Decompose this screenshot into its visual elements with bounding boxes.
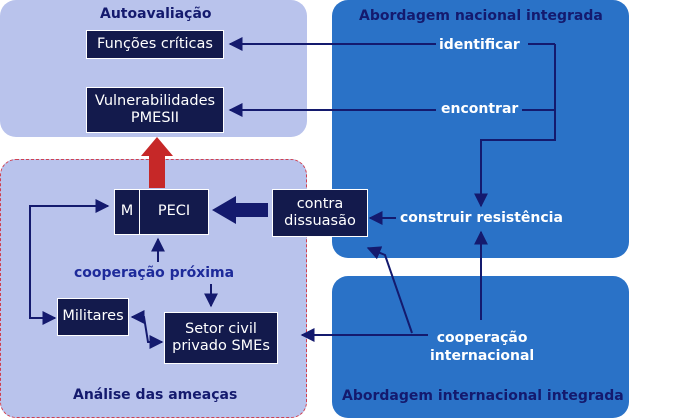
intl-cooperation-label: cooperação internacional — [430, 330, 534, 365]
threat-analysis-title: Análise das ameaças — [73, 387, 238, 403]
vulnerabilities-label-line1: Vulnerabilidades — [94, 92, 216, 109]
identify-label: identificar — [439, 37, 520, 53]
close-cooperation-label: cooperação próxima — [74, 265, 235, 281]
arrow-counter-to-peci — [212, 196, 268, 224]
counter-deterrence-line2: dissuasão — [284, 213, 356, 229]
arrow-military-civil — [130, 310, 164, 349]
vulnerabilities-label-line2: PMESII — [130, 110, 180, 126]
civil-sector-line1: Setor civil — [185, 320, 257, 337]
arrow-to-resilience — [474, 44, 556, 208]
military-label: Militares — [62, 308, 124, 325]
intl-cooperation-line2: internacional — [430, 347, 535, 364]
peci-box: PECI — [139, 189, 209, 235]
arrow-peci-to-vulnerabilities — [141, 137, 173, 188]
military-box: Militares — [57, 298, 129, 336]
build-resilience-label: construir resistência — [400, 210, 563, 226]
arrow-intl-to-counter — [366, 246, 413, 334]
self-assessment-title: Autoavaliação — [100, 6, 212, 22]
intl-cooperation-line1: cooperação — [436, 330, 528, 346]
m-label: M — [120, 203, 134, 220]
counter-deterrence-line1: contra — [296, 195, 344, 212]
critical-functions-label: Funções críticas — [97, 35, 213, 52]
international-approach-title: Abordagem internacional integrada — [342, 388, 624, 404]
civil-sector-line2: privado SMEs — [172, 338, 270, 354]
peci-label: PECI — [157, 203, 191, 220]
m-box: M — [114, 189, 140, 235]
find-label: encontrar — [441, 101, 519, 117]
vulnerabilities-box: Vulnerabilidades PMESII — [86, 87, 224, 133]
counter-deterrence-box: contra dissuasão — [272, 189, 368, 237]
national-approach-title: Abordagem nacional integrada — [359, 8, 603, 24]
critical-functions-box: Funções críticas — [86, 30, 224, 59]
civil-sector-box: Setor civil privado SMEs — [164, 312, 278, 364]
